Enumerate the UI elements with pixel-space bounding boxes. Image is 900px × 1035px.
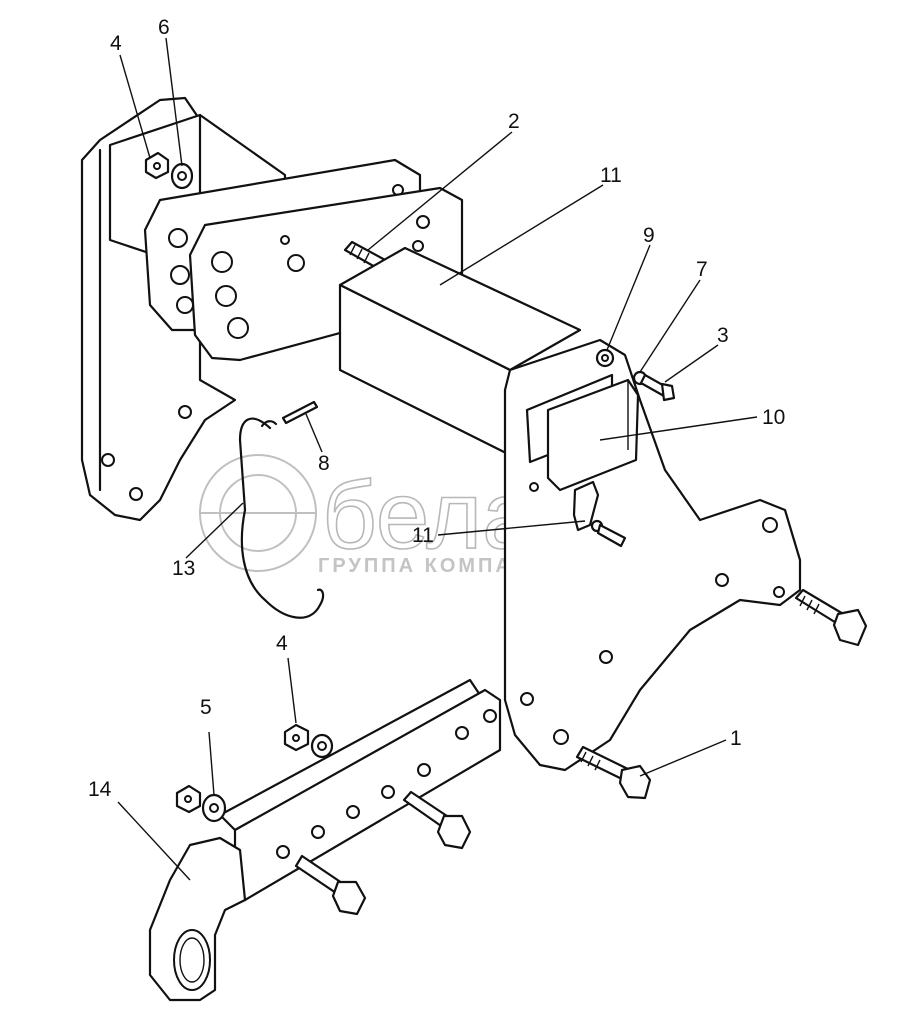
drawbar-14: [148, 678, 502, 1002]
nut-washer-5: [175, 784, 227, 823]
square-tube-12: [338, 246, 582, 457]
callout-7: 7: [696, 258, 708, 281]
bolt-1: [575, 745, 652, 800]
callout-2: 2: [508, 110, 520, 133]
callout-6: 6: [158, 16, 170, 39]
nut-4-drawbar: [283, 723, 334, 759]
pin-8: [281, 400, 319, 425]
clip-11: [572, 480, 627, 548]
callout-5: 5: [200, 696, 212, 719]
callout-14: 14: [88, 778, 112, 801]
callout-1: 1: [730, 727, 742, 750]
callout-8: 8: [318, 452, 330, 475]
callout-9: 9: [643, 224, 655, 247]
callout-3: 3: [717, 324, 729, 347]
nut-4-top: [144, 151, 170, 180]
nut-9: [595, 348, 615, 368]
bolt-right: [794, 588, 868, 647]
callout-11: 11: [412, 524, 434, 547]
callout-10: 10: [762, 406, 785, 429]
hook-13: [238, 417, 325, 619]
callout-4-top: 4: [110, 32, 122, 55]
drawbar-bolt-upper: [402, 790, 472, 850]
bolt-3: [632, 370, 676, 402]
callout-4-drawbar: 4: [276, 632, 288, 655]
callout-13: 13: [172, 557, 195, 580]
leader-lines: [117, 37, 758, 881]
drawbar-bolt-lower: [294, 854, 367, 916]
callouts: 4 6 2 11 9 7 3 10 8 11 13 4 5 1 14: [88, 16, 785, 801]
washer-6: [170, 162, 194, 190]
plate-10: [546, 378, 640, 492]
callout-12: 11: [600, 164, 622, 187]
